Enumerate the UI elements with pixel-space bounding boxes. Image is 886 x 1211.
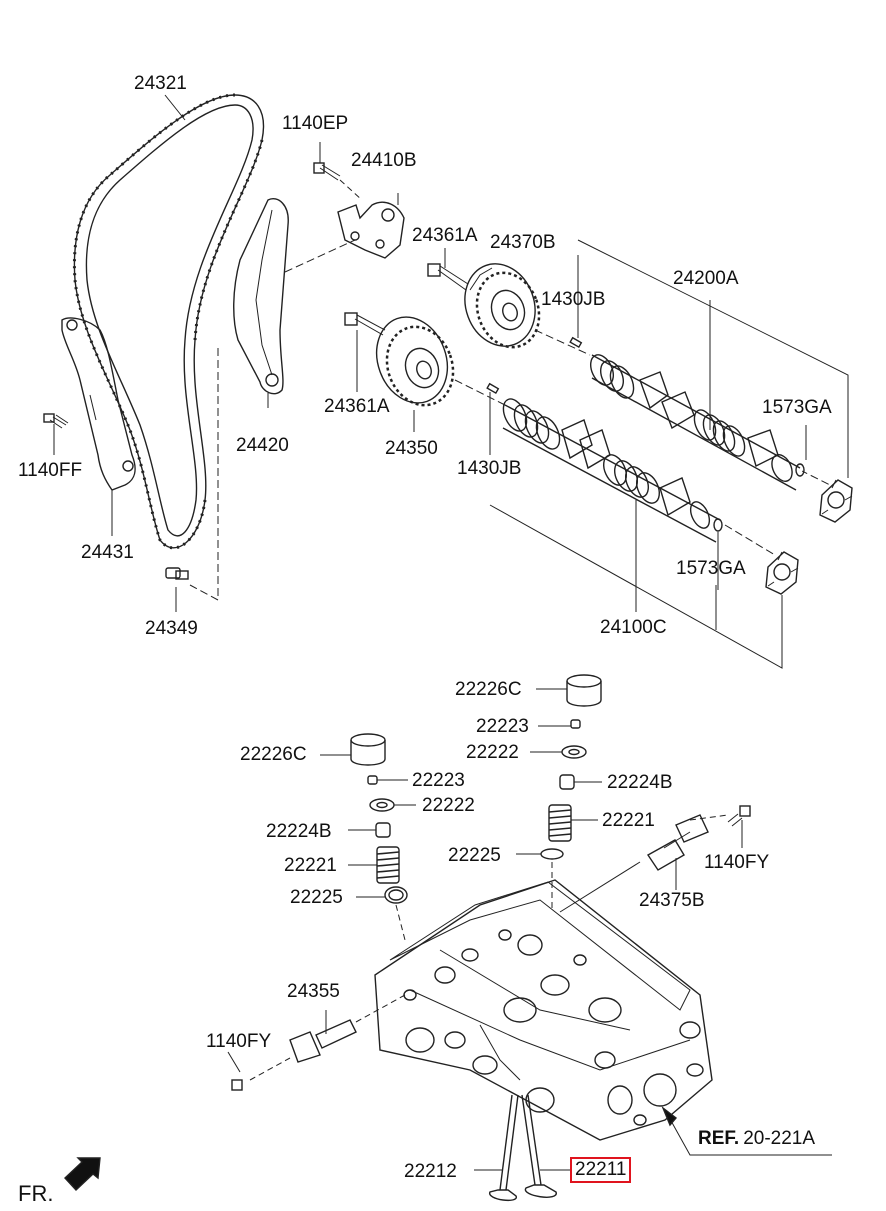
- camshaft-24200A: [589, 354, 805, 491]
- label-22212: 22212: [404, 1161, 457, 1182]
- label-22223-right: 22223: [476, 716, 529, 737]
- label-1573GA-bot: 1573GA: [676, 558, 746, 579]
- label-22226C-left: 22226C: [240, 744, 307, 765]
- cam-plate-1573GA-bot: [765, 551, 799, 595]
- label-24350: 24350: [385, 438, 438, 459]
- bolt-24361A-mid: [344, 312, 386, 392]
- label-22221-left: 22221: [284, 855, 337, 876]
- chain-guide-left: [61, 317, 136, 536]
- cam-plate-1573GA-top: [819, 479, 853, 523]
- camshaft-axes: [454, 329, 831, 556]
- label-1430JB-top: 1430JB: [541, 289, 606, 310]
- spring-22221-right: [548, 804, 598, 842]
- label-ref: REF.20-221A: [698, 1129, 815, 1149]
- bolt-24361A-top: [427, 248, 469, 291]
- seal-22224B-right: [559, 774, 602, 790]
- camshaft-24100C: [502, 398, 723, 543]
- leader-lines-left: [175, 348, 219, 612]
- label-fr: FR.: [18, 1181, 54, 1206]
- label-22222-left: 22222: [422, 795, 475, 816]
- label-24361A-top: 24361A: [412, 225, 478, 246]
- label-1140FF: 1140FF: [18, 460, 83, 481]
- ref-arrow: [661, 1105, 832, 1156]
- label-24370B: 24370B: [490, 232, 556, 253]
- label-22224B-left: 22224B: [266, 821, 332, 842]
- spring-22221-left: [348, 846, 400, 884]
- cam-sprocket-24370B: [464, 263, 541, 349]
- label-24361A-mid: 24361A: [324, 396, 390, 417]
- label-22223-left: 22223: [412, 770, 465, 791]
- keeper-22223-left: [367, 775, 408, 785]
- label-1573GA-top: 1573GA: [762, 397, 832, 418]
- cylinder-head: [374, 879, 713, 1141]
- label-22221-right: 22221: [602, 810, 655, 831]
- label-24200A: 24200A: [673, 268, 739, 289]
- bolt-1140FF: [43, 413, 69, 455]
- leader-lines-valves: [395, 862, 553, 941]
- label-24349: 24349: [145, 618, 198, 639]
- tensioner-24410B: [337, 193, 405, 259]
- dowel-1430JB: [486, 255, 583, 455]
- label-24375B: 24375B: [639, 890, 705, 911]
- label-24410B: 24410B: [351, 150, 417, 171]
- label-22226C-right: 22226C: [455, 679, 522, 700]
- front-arrow-icon: [64, 1157, 101, 1191]
- bolt-1140FY-right: [727, 805, 751, 848]
- timing-chain: [72, 93, 265, 550]
- bolt-1140EP: [313, 142, 363, 201]
- cam-sprocket-24350: [375, 316, 455, 432]
- label-24355: 24355: [287, 981, 340, 1002]
- valve-22211: [521, 1094, 570, 1198]
- ocv-24375B: [559, 814, 729, 913]
- ocv-24355: [249, 994, 406, 1081]
- bucket-22226C-left: [320, 733, 386, 766]
- label-24431: 24431: [81, 542, 134, 563]
- washer-22225-right: [516, 848, 564, 860]
- label-1140EP: 1140EP: [282, 113, 349, 134]
- keeper-22223-right: [538, 719, 581, 729]
- bolt-1140FY-left: [227, 1051, 243, 1091]
- label-1140FY-left: 1140FY: [206, 1031, 272, 1052]
- bucket-22226C-right: [536, 674, 602, 707]
- washer-22225-left: [356, 886, 408, 904]
- seal-22224B-left: [348, 822, 391, 838]
- label-22224B-right: 22224B: [607, 772, 673, 793]
- label-22225-left: 22225: [290, 887, 343, 908]
- ref-prefix: REF.: [698, 1128, 740, 1149]
- label-22222-right: 22222: [466, 742, 519, 763]
- bolt-24349: [165, 567, 189, 580]
- label-22211-highlighted[interactable]: 22211: [570, 1157, 632, 1183]
- valve-22212: [474, 1094, 519, 1202]
- label-24321: 24321: [134, 73, 187, 94]
- bracket-lines-right: [489, 239, 849, 669]
- label-24420: 24420: [236, 435, 289, 456]
- label-1430JB-mid: 1430JB: [457, 458, 522, 479]
- ref-value: 20-221A: [743, 1128, 816, 1149]
- label-1140FY-right: 1140FY: [704, 852, 770, 873]
- label-24100C: 24100C: [600, 617, 667, 638]
- label-22225-right: 22225: [448, 845, 501, 866]
- retainer-22222-right: [530, 745, 587, 759]
- tensioner-arm: [233, 198, 356, 408]
- retainer-22222-left: [369, 798, 416, 812]
